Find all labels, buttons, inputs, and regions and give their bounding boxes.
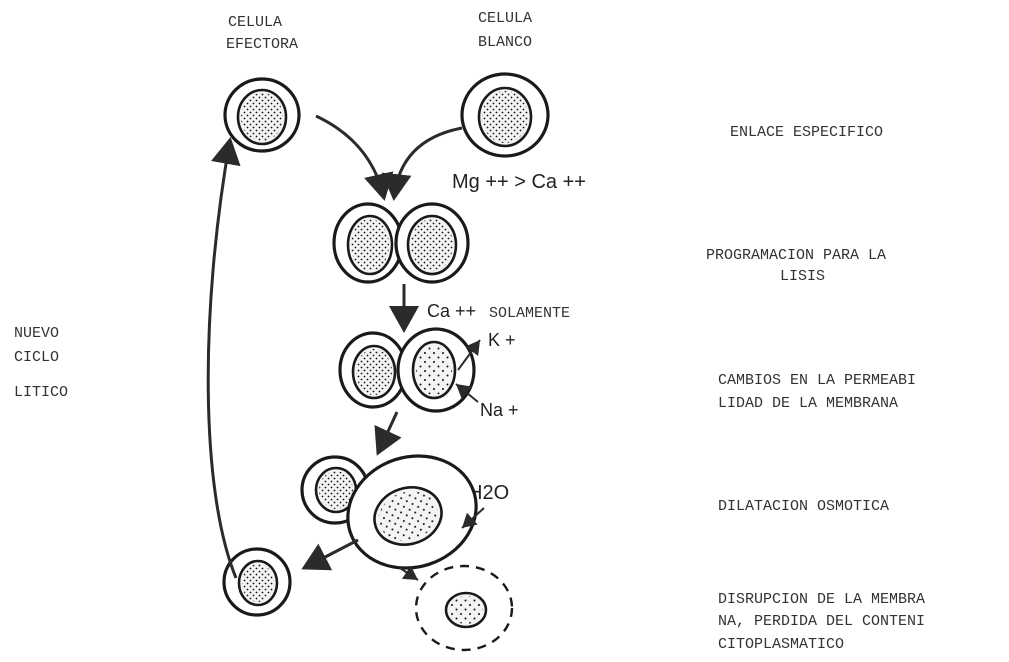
effector-to-conjugate-arrow [316, 116, 384, 198]
recycled-effector-cell [224, 549, 290, 615]
mg-ca-label: Mg ++ > Ca ++ [452, 171, 586, 193]
osmotic-dilation-cells [302, 440, 491, 585]
release-effector-arrow [304, 540, 358, 568]
sodium-label: Na + [480, 400, 519, 420]
stage-membrane-disruption: DISRUPCION DE LA MEMBRA NA, PERDIDA DEL … [718, 591, 934, 653]
lysed-target-cell [416, 566, 512, 650]
stage-lysis-programming: PROGRAMACION PARA LA LISIS [706, 247, 895, 285]
new-lytic-cycle-label: NUEVO CICLO LITICO [14, 325, 68, 401]
target-cell-label: CELULA BLANCO [478, 10, 541, 51]
new-cycle-arrow [208, 140, 236, 578]
conjugate-binding [334, 204, 468, 282]
lysis-arrow [400, 568, 418, 580]
effector-cell [225, 79, 299, 151]
stage-permeability-changes: CAMBIOS EN LA PERMEABI LIDAD DE LA MEMBR… [718, 372, 925, 412]
potassium-label: K + [488, 330, 516, 350]
target-cell [462, 74, 548, 156]
dilation-stage-arrow [378, 412, 397, 453]
conjugate-permeability [340, 329, 474, 411]
solamente-label: SOLAMENTE [489, 305, 570, 322]
ca-label: Ca ++ [427, 301, 476, 321]
effector-cell-label: CELULA EFECTORA [226, 14, 298, 53]
stage-osmotic-dilation: DILATACION OSMOTICA [718, 498, 889, 515]
stage-specific-binding: ENLACE ESPECIFICO [730, 124, 883, 141]
